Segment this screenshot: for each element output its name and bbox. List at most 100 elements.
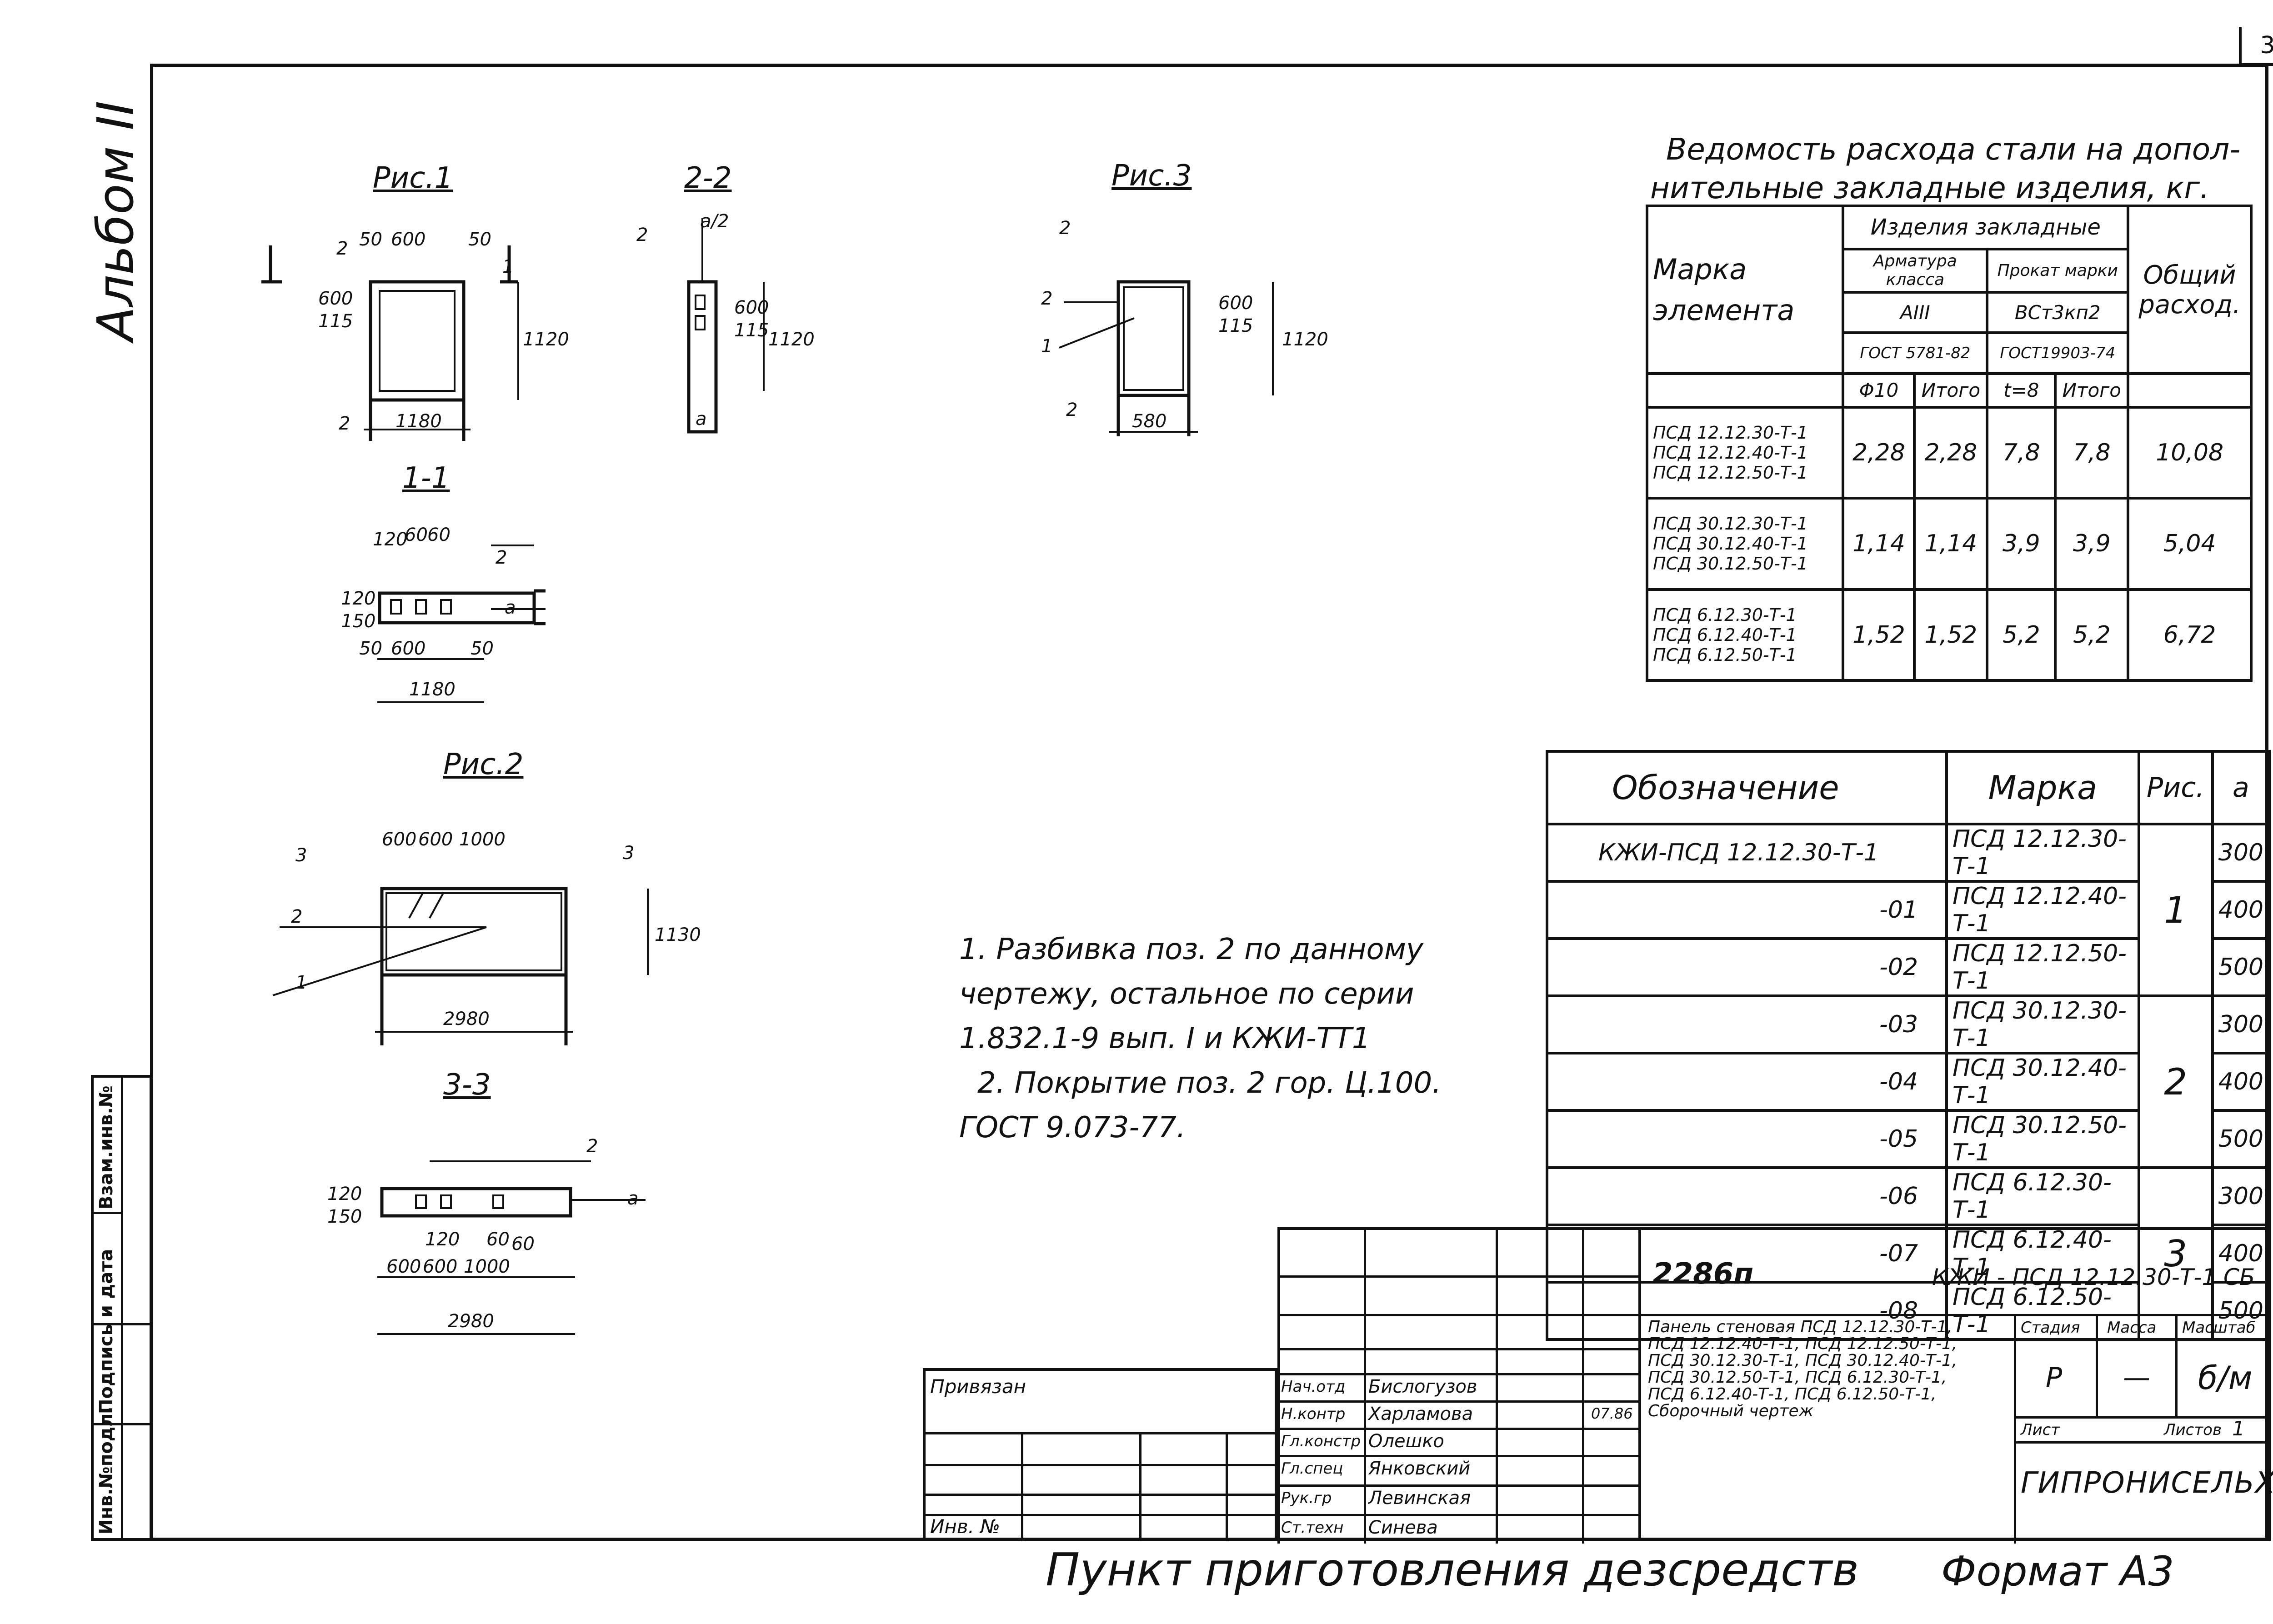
sec33-dim-1: 120 xyxy=(327,1184,362,1204)
table-row: -05 ПСД 30.12.50-Т-1 500 xyxy=(1545,1109,2271,1169)
format-label: Формат А3 xyxy=(1941,1548,2174,1595)
sec33-dim-10: 2980 xyxy=(448,1311,494,1332)
signer-name-1: Харламова xyxy=(1368,1404,1473,1424)
note-line-5: ГОСТ 9.073-77. xyxy=(959,1111,1186,1144)
sec22-dim-5: a xyxy=(696,409,707,430)
signer-role-4: Рук.гр xyxy=(1281,1489,1332,1507)
fig2-dim-8: 2980 xyxy=(443,1009,490,1029)
sec11-dim-3: 2 xyxy=(496,547,507,568)
sec22-dim-1: a/2 xyxy=(700,211,729,232)
signer-role-1: Н.контр xyxy=(1281,1405,1346,1423)
side-stamp: Взам.инв.№ Подпись и дата Инв.№подл. xyxy=(91,1075,152,1541)
fig1-dim-9: 1180 xyxy=(396,411,442,432)
fig1-dim-8: 2 xyxy=(339,413,350,434)
table-row: -04 ПСД 30.12.40-Т-1 400 xyxy=(1545,1052,2271,1112)
footer-title: Пункт приготовления дезсредств xyxy=(1046,1543,1859,1596)
sec11-dim-2: 60 xyxy=(427,525,451,545)
description: Панель стеновая ПСД 12.12.30-Т-1, ПСД 12… xyxy=(1648,1318,1958,1420)
sec22-dim-2: 600 xyxy=(734,297,769,318)
sec22-dim-3: 115 xyxy=(734,320,769,341)
sheets-value: 1 xyxy=(2232,1417,2245,1440)
steel-h-gost1: ГОСТ 5781-82 xyxy=(1842,331,1989,375)
title-main: 2286п КЖИ - ПСД 12.12.30-Т-1 СБ Панель с… xyxy=(1641,1227,2273,1544)
fig1-dim-1: 50 xyxy=(359,229,382,250)
steel-h-itogo1: Итого xyxy=(1913,372,1989,409)
fig3-dim-5: 115 xyxy=(1218,315,1253,336)
spec-table: Обозначение Марка Рис. a КЖИ-ПСД 12.12.3… xyxy=(1545,750,2271,1341)
section33-title: 3-3 xyxy=(443,1068,491,1102)
title-block: Привязан Инв. № Нач.отд Бислогузов Н.кон… xyxy=(923,1227,2273,1544)
signer-name-5: Синева xyxy=(1368,1517,1438,1538)
signer-role-2: Гл.констр xyxy=(1281,1432,1361,1450)
privyazan-label: Привязан xyxy=(930,1375,1026,1398)
sec33-dim-5: 60 xyxy=(486,1229,510,1250)
sec11-dim-6: a xyxy=(505,597,516,618)
steel-table-title-2: нительные закладные изделия, кг. xyxy=(1650,170,2210,205)
fig1-dim-2: 600 xyxy=(391,229,426,250)
sec11-dim-9: 50 xyxy=(471,638,494,659)
section22-title: 2-2 xyxy=(684,161,732,195)
fig2-title: Рис.2 xyxy=(443,748,524,781)
fig1-title: Рис.1 xyxy=(373,161,453,195)
fig3-dim-7: 580 xyxy=(1132,411,1167,432)
signer-name-4: Левинская xyxy=(1368,1488,1471,1509)
table-row: КЖИ-ПСД 12.12.30-Т-1 ПСД 12.12.30-Т-1 1 … xyxy=(1545,823,2271,997)
notes: 1. Разбивка поз. 2 по данному чертежу, о… xyxy=(959,927,1442,1150)
privyazan-box: Привязан Инв. № xyxy=(923,1368,1280,1541)
doc-code: КЖИ - ПСД 12.12.30-Т-1 СБ xyxy=(1932,1264,2255,1290)
sec11-dim-7: 50 xyxy=(359,638,382,659)
fig2-dim-1: 600 xyxy=(382,829,416,850)
table-row: -02 ПСД 12.12.50-Т-1 500 xyxy=(1545,937,2271,997)
sec11-dim-1: 60 xyxy=(405,525,428,545)
org-name: ГИПРОНИСЕЛЬХОЗ xyxy=(2021,1466,2273,1500)
sec11-dim-0: 120 xyxy=(373,529,407,550)
spec-h-designation: Обозначение xyxy=(1545,750,1948,825)
fig2-dim-4: 3 xyxy=(623,843,634,864)
sec22-dim-0: 2 xyxy=(636,225,648,245)
steel-h-total: Общий расход. xyxy=(2127,204,2253,375)
fig1-dim-6: 115 xyxy=(318,311,353,332)
signer-role-3: Гл.спец xyxy=(1281,1459,1343,1478)
spec-h-mark: Марка xyxy=(1945,750,2140,825)
fig2-dim-2: 600 xyxy=(418,829,453,850)
fig2-dim-7: 1130 xyxy=(655,924,701,945)
table-row: -08 ПСД 6.12.50-Т-1 500 xyxy=(1545,1281,2271,1341)
steel-h-gost2: ГОСТ19903-74 xyxy=(1986,331,2130,375)
table-row: -01 ПСД 12.12.40-Т-1 400 xyxy=(1545,880,2271,940)
sign-date: 07.86 xyxy=(1591,1405,1633,1422)
h-scale: Масштаб xyxy=(2182,1319,2256,1337)
signer-role-0: Нач.отд xyxy=(1281,1378,1346,1396)
signer-role-5: Ст.техн xyxy=(1281,1519,1344,1537)
fig2-panel xyxy=(380,887,568,977)
sec22-dim-4: 1120 xyxy=(768,329,815,350)
steel-h-rebar: Арматура класса xyxy=(1842,247,1989,294)
inv-no-label: Инв. № xyxy=(930,1515,1001,1538)
signer-name-3: Янковский xyxy=(1368,1458,1471,1479)
steel-h-a3: АIII xyxy=(1842,290,1989,335)
sec33-dim-9: 1000 xyxy=(464,1256,510,1277)
spec-h-a: a xyxy=(2211,750,2271,825)
fig1-panel-inner xyxy=(379,290,456,392)
sec33-dim-4: 120 xyxy=(425,1229,460,1250)
fig2-dim-0: 3 xyxy=(295,845,307,866)
sec33-dim-0: 2 xyxy=(586,1136,598,1157)
fig1-dim-0: 2 xyxy=(336,238,348,259)
fig3-dim-1: 2 xyxy=(1041,288,1052,309)
section33-body xyxy=(380,1187,572,1218)
fig1-dim-7: 1120 xyxy=(523,329,569,350)
section11-body xyxy=(378,591,536,625)
mass-value: — xyxy=(2123,1362,2150,1394)
scale-value: б/м xyxy=(2198,1359,2253,1397)
fig2-dim-6: 1 xyxy=(295,972,307,993)
steel-table-title-1: Ведомость расхода стали на допол- xyxy=(1666,132,2241,167)
sec33-dim-8: 600 xyxy=(423,1256,457,1277)
table-row: -07 ПСД 6.12.40-Т-1 400 xyxy=(1545,1224,2271,1284)
stage-value: Р xyxy=(2046,1362,2063,1394)
h-mass: Масса xyxy=(2107,1319,2157,1337)
note-line-2: чертежу, остальное по серии xyxy=(959,977,1414,1011)
steel-h-itogo2: Итого xyxy=(2054,372,2130,409)
